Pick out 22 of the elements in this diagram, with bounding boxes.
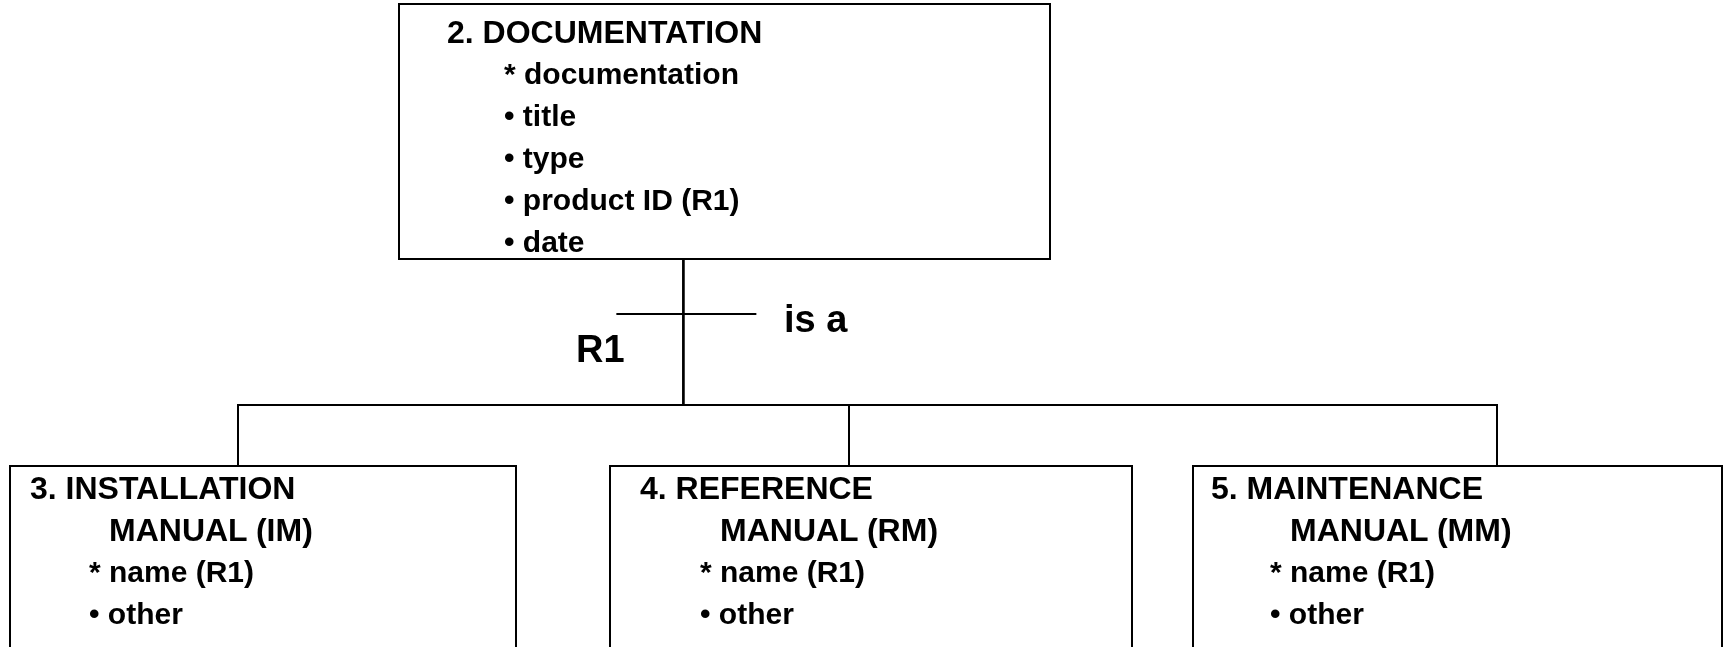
attribute-text: * name (R1) [1270, 554, 1436, 590]
entity-box [1192, 465, 1723, 647]
entity-heading: 2. DOCUMENTATION [446, 13, 764, 52]
entity-box [398, 3, 1051, 260]
attribute-text: * documentation [504, 56, 739, 92]
entity-heading: 3. INSTALLATION MANUAL (IM) [29, 469, 314, 550]
attribute-text: * name (R1) [700, 554, 866, 590]
attribute-text: • other [700, 596, 794, 632]
attribute-text: • type [504, 140, 585, 176]
attribute-text: * name (R1) [89, 554, 255, 590]
entity-heading: 5. MAINTENANCE MANUAL (MM) [1210, 469, 1513, 550]
relationship-label: is a [784, 300, 848, 338]
entity-heading: 4. REFERENCE MANUAL (RM) [639, 469, 940, 550]
attribute-text: • date [504, 224, 585, 260]
attribute-text: • other [1270, 596, 1364, 632]
connector-line [682, 259, 1498, 466]
entity-box [609, 465, 1133, 647]
entity-box [9, 465, 517, 647]
attribute-text: • title [504, 98, 577, 134]
attribute-text: • product ID (R1) [504, 182, 740, 218]
attribute-text: • other [89, 596, 183, 632]
relationship-label: R1 [576, 330, 625, 368]
